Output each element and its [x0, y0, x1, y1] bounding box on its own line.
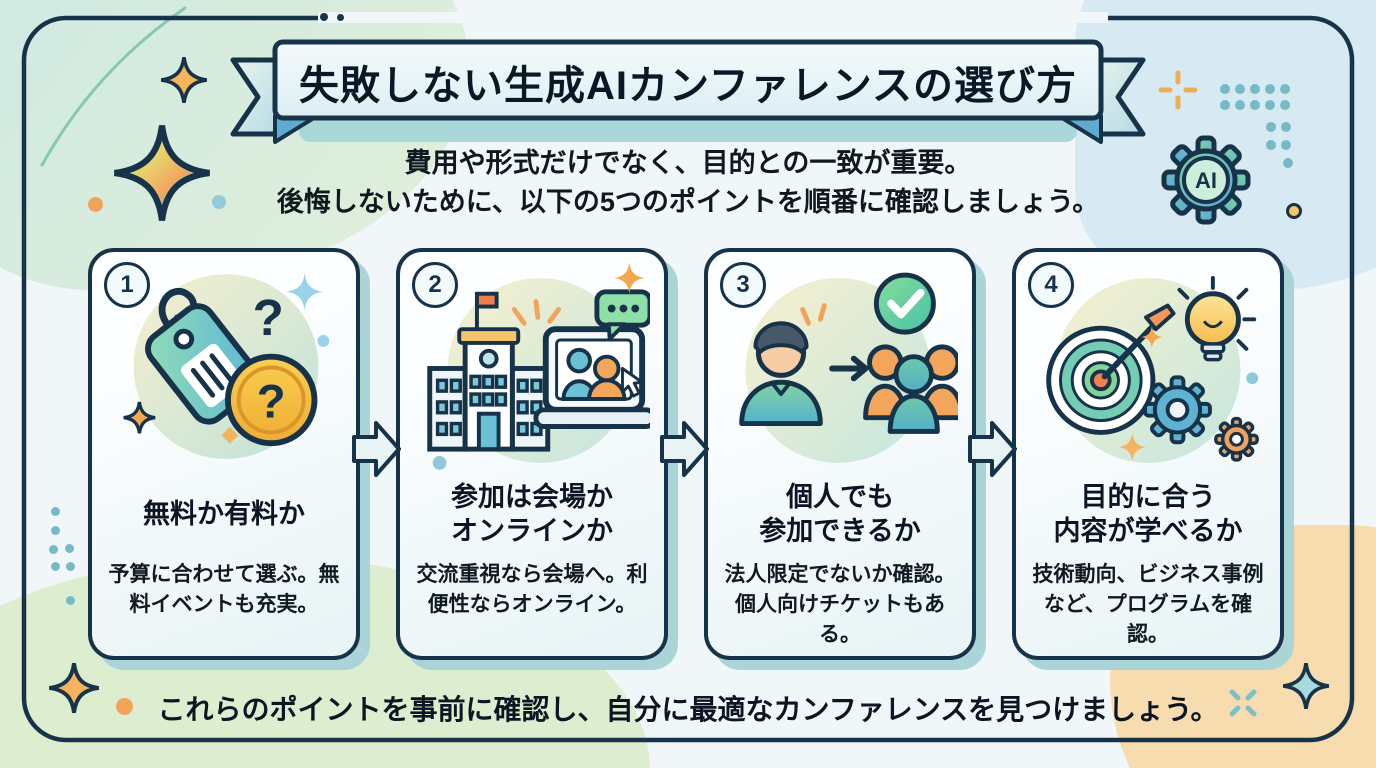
svg-text:?: ?: [257, 376, 286, 429]
step-number: 4: [1044, 271, 1058, 298]
target-goal-icon: [1016, 260, 1280, 476]
step-title-line: 個人でも: [786, 482, 894, 512]
background-blob-top-right: [1075, 0, 1376, 290]
teal-star-icon: [1282, 662, 1330, 710]
flow-arrow-icon: [968, 421, 1017, 477]
step-card-4: 4: [1012, 248, 1284, 660]
step-number-badge: 1: [104, 262, 150, 308]
rainbow-star-icon: [114, 125, 210, 221]
svg-text:?: ?: [253, 289, 284, 346]
orange-dot: [116, 698, 133, 715]
frame-border-gap: [318, 12, 1108, 23]
flow-arrow-icon: [660, 421, 709, 477]
step-title: 目的に合う 内容が学べるか: [1054, 476, 1243, 552]
step-card-3: 3: [704, 248, 976, 660]
title-ribbon: [230, 39, 1146, 144]
footer-summary: これらのポイントを事前に確認し、自分に最適なカンファレンスを見つけましょう。: [157, 694, 1219, 725]
curve-line-decoration: [40, 6, 187, 167]
subtitle: 費用や形式だけでなく、目的との一致が重要。 後悔しないために、以下の5つのポイン…: [88, 144, 1288, 222]
step-card-1: 1 ?: [88, 248, 360, 660]
orange-dot: [88, 197, 103, 212]
page-title: 失敗しない生成AIカンファレンスの選び方: [299, 64, 1077, 108]
step-description: 法人限定でないか確認。個人向けチケットもある。: [724, 563, 956, 646]
step-title-line: 目的に合う: [1080, 482, 1216, 512]
step-card-2: 2: [396, 248, 668, 660]
subtitle-line-1: 費用や形式だけでなく、目的との一致が重要。: [404, 148, 972, 178]
step-number-badge: 2: [412, 262, 458, 308]
step-description: 交流重視なら会場へ。利便性ならオンライン。: [416, 563, 648, 616]
sparkle-star-icon: [160, 56, 208, 104]
dots-pattern-top-right: [1220, 84, 1300, 168]
step-title: 個人でも 参加できるか: [759, 476, 920, 552]
orange-dot: [1286, 203, 1302, 219]
step-title: 無料か有料か: [143, 476, 305, 552]
step-title-line: オンラインか: [451, 516, 613, 546]
frame-dot: [337, 14, 344, 21]
step-number: 3: [736, 271, 750, 298]
plus-sparkle-icon: [1158, 70, 1198, 110]
ai-label: AI: [1195, 168, 1217, 193]
ai-gear-icon: AI: [1161, 135, 1251, 225]
x-dashes-icon: [1229, 689, 1257, 717]
step-title: 参加は会場か オンラインか: [451, 476, 613, 552]
step-description: 予算に合わせて選ぶ。無料イベントも充実。: [108, 563, 340, 616]
venue-online-icon: [400, 260, 664, 476]
step-title-line: 参加は会場か: [451, 482, 613, 512]
frame-dot: [320, 13, 328, 21]
subtitle-line-2: 後悔しないために、以下の5つのポイントを順番に確認しましょう。: [276, 187, 1100, 217]
sparkle-star-icon: [49, 663, 99, 713]
flow-arrow-icon: [352, 421, 401, 477]
blue-dot: [212, 195, 226, 209]
step-number: 2: [428, 271, 442, 298]
dots-pattern-left: [46, 502, 82, 608]
step-title-line: 内容が学べるか: [1053, 516, 1243, 546]
step-number-badge: 3: [720, 262, 766, 308]
step-title-line: 参加できるか: [759, 516, 921, 546]
step-description: 技術動向、ビジネス事例など、プログラムを確認。: [1032, 563, 1264, 646]
step-number: 1: [120, 271, 134, 298]
step-number-badge: 4: [1028, 262, 1074, 308]
price-tag-coin-icon: ? ?: [92, 260, 356, 476]
step-title-line: 無料か有料か: [143, 499, 305, 529]
individual-group-icon: [708, 260, 972, 476]
